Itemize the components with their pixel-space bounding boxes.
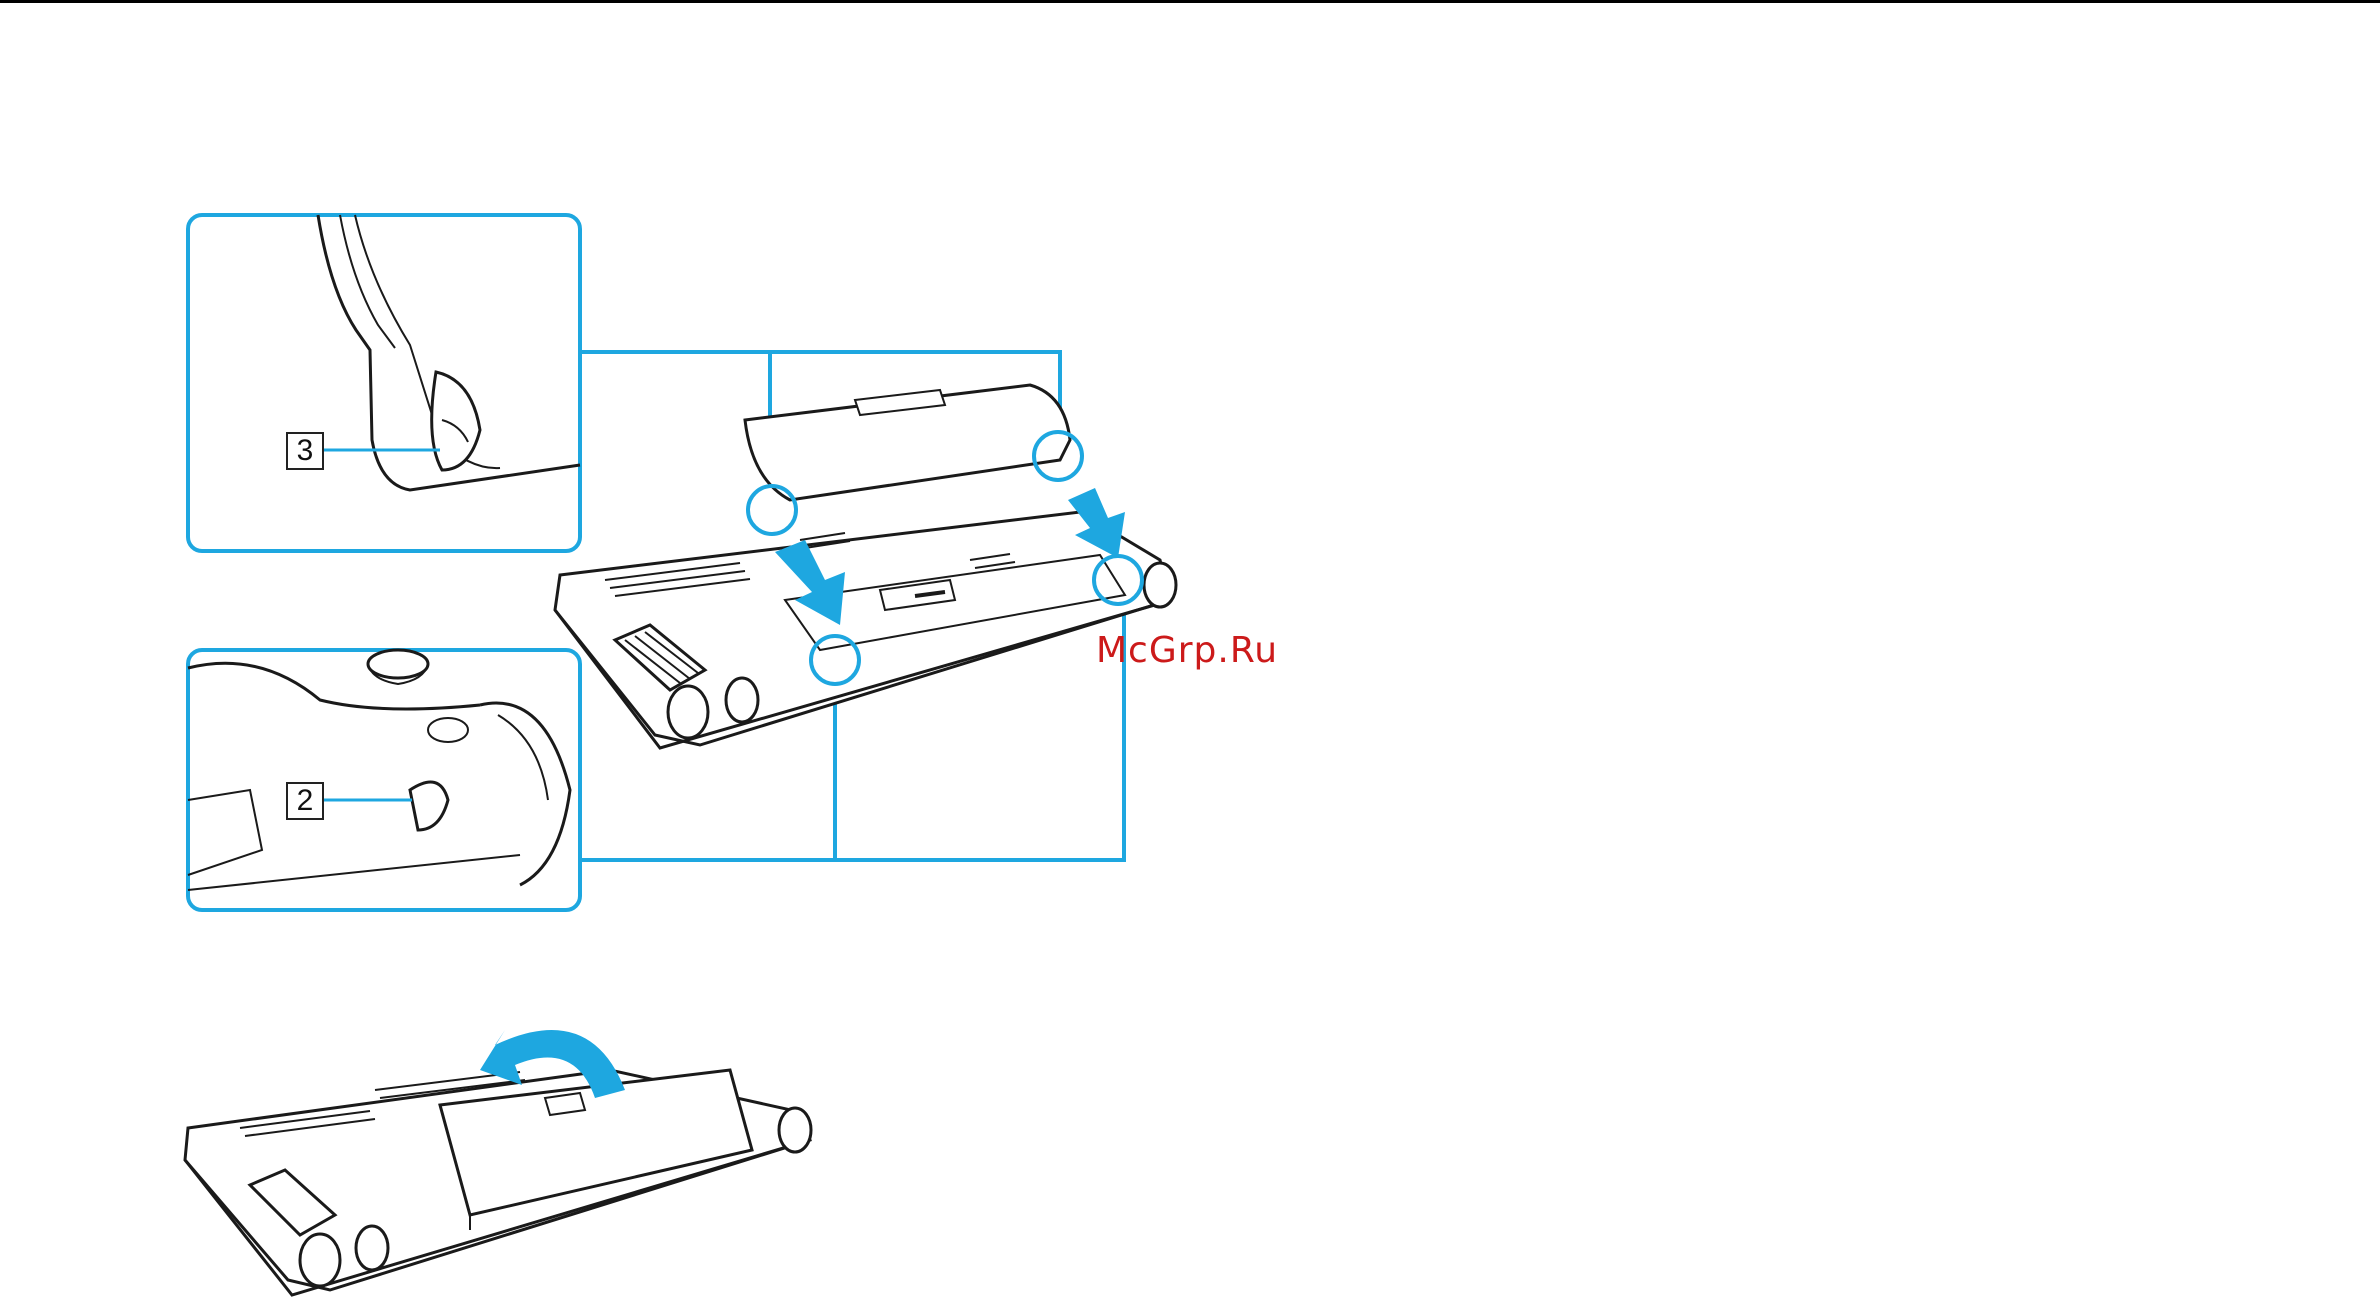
watermark-text: McGrp.Ru <box>1096 630 1278 671</box>
battery-pack <box>745 385 1082 534</box>
laptop-underside-bottom <box>185 1070 811 1295</box>
zoom-box-latch-3 <box>188 215 580 551</box>
callout-label-3: 3 <box>286 432 324 470</box>
zoom-box-latch-2 <box>188 650 580 910</box>
callout-label-2: 2 <box>286 782 324 820</box>
laptop-underside-top <box>555 512 1176 748</box>
